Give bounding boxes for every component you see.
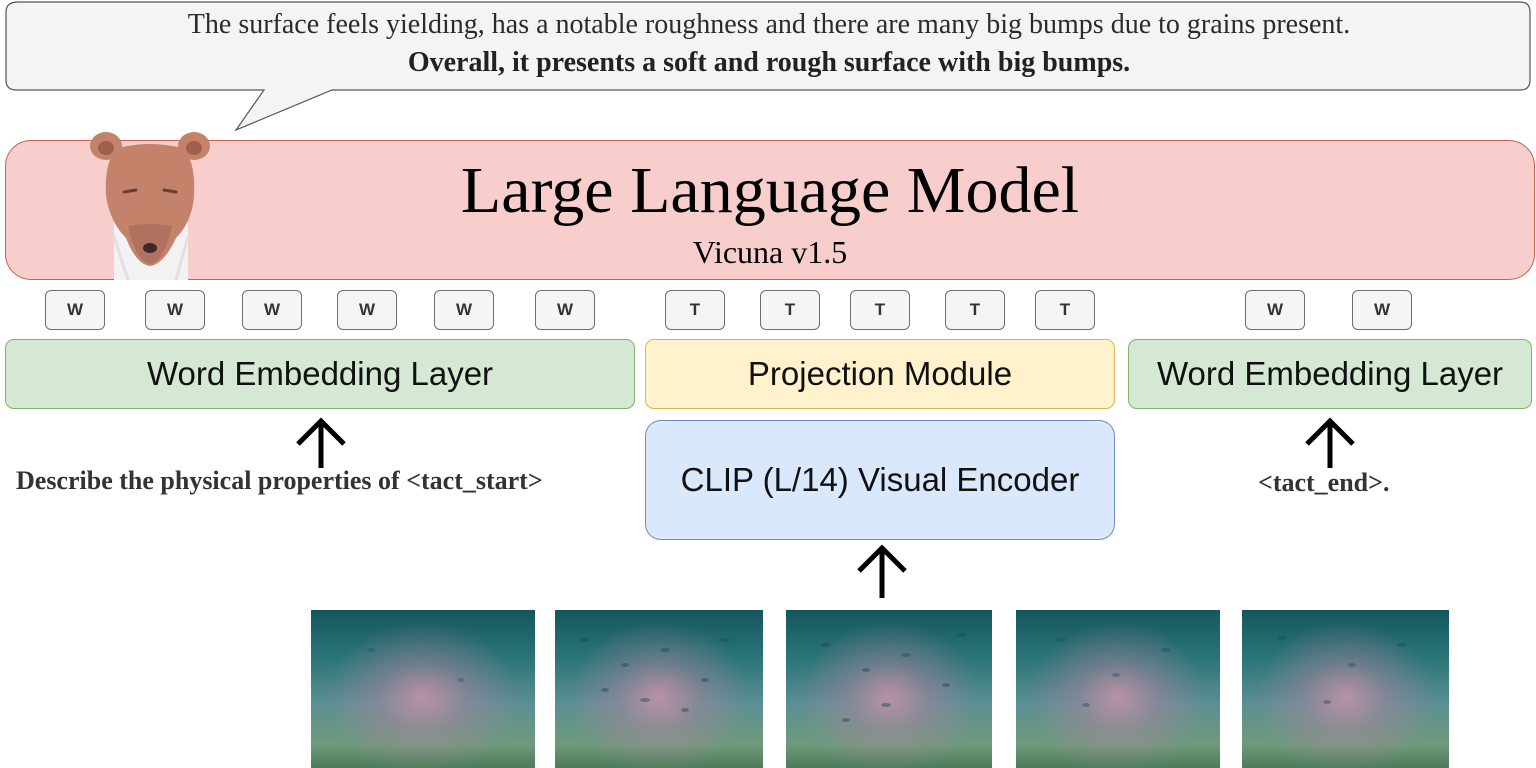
clip-visual-encoder: CLIP (L/14) Visual Encoder [645,420,1115,540]
tactile-image [555,610,763,768]
up-arrow-icon [296,417,346,468]
tactile-token: T [760,290,820,330]
tactile-image [1242,610,1449,768]
projection-module: Projection Module [645,339,1115,409]
tactile-token: T [1035,290,1095,330]
word-token: W [45,290,105,330]
up-arrow-icon [857,544,907,598]
vicuna-mascot-icon [90,132,210,280]
word-token: W [1245,290,1305,330]
tactile-image [311,610,535,768]
word-token: W [242,290,302,330]
generated-summary: Overall, it presents a soft and rough su… [407,47,1131,78]
tactile-image [1016,610,1220,768]
speech-bubble-text: The surface feels yielding, has a notabl… [8,6,1530,82]
tactile-token: T [665,290,725,330]
word-token: W [337,290,397,330]
generated-description: The surface feels yielding, has a notabl… [187,9,1351,40]
word-token: W [1352,290,1412,330]
up-arrow-icon [1305,417,1355,468]
prompt-start-text: Describe the physical properties of <tac… [16,466,543,495]
tactile-token: T [945,290,1005,330]
word-token: W [535,290,595,330]
prompt-end-text: <tact_end>. [1258,468,1390,497]
word-embedding-layer-right: Word Embedding Layer [1128,339,1532,409]
tactile-token: T [850,290,910,330]
llm-title: Large Language Model [460,154,1080,227]
word-token: W [434,290,494,330]
tactile-image [786,610,992,768]
llm-subtitle: Vicuna v1.5 [692,234,848,270]
word-token: W [145,290,205,330]
llm-box: Large Language Model Vicuna v1.5 [5,140,1535,280]
word-embedding-layer-left: Word Embedding Layer [5,339,635,409]
speech-bubble [5,1,1531,132]
